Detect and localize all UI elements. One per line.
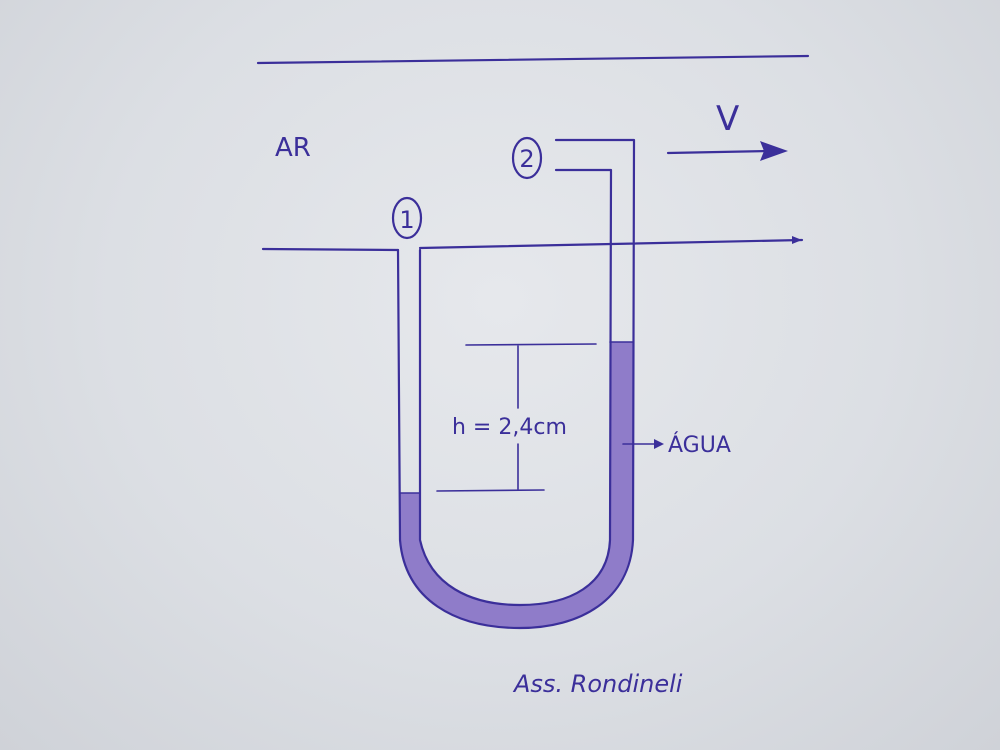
duct-wall-arrowhead (792, 236, 802, 244)
height-top-reference (465, 343, 597, 346)
point-1-label: 1 (399, 206, 414, 234)
velocity-arrow-shaft (666, 149, 772, 155)
u-tube-outer-wall (396, 138, 636, 630)
height-bottom-reference (436, 489, 545, 492)
point-2-circle (511, 136, 543, 180)
duct-top-wall (256, 54, 810, 65)
fluid-label: AR (275, 133, 311, 163)
author-signature: Ass. Rondineli (512, 670, 683, 698)
height-label: h = 2,4cm (452, 415, 567, 440)
u-tube-inner-wall (418, 168, 613, 607)
duct-bottom-wall-left (261, 247, 400, 252)
velocity-arrowhead (760, 141, 788, 161)
liquid-pointer-arrowhead (654, 439, 664, 449)
water-column (400, 342, 633, 628)
liquid-label: ÁGUA (668, 432, 731, 458)
point-2-label: 2 (519, 145, 534, 173)
point-1-circle (391, 196, 423, 240)
velocity-label: V (716, 99, 739, 139)
